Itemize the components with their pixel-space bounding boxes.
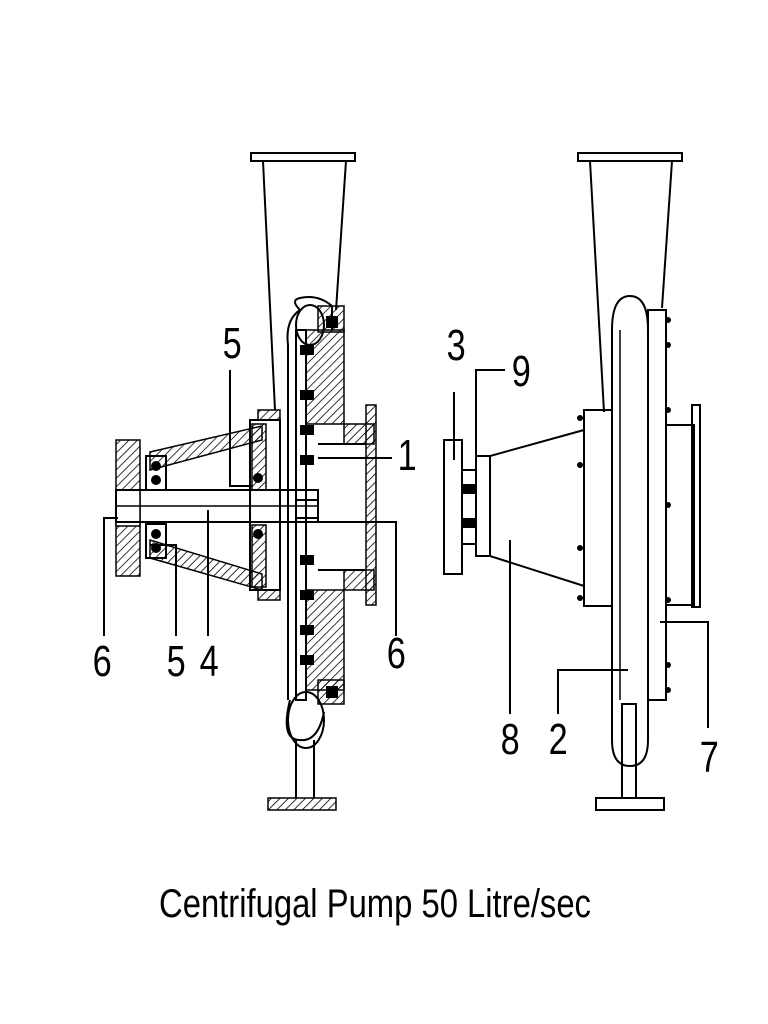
base-foot [267,740,337,811]
exterior-leaders [453,369,709,728]
part-label-8: 8 [501,715,520,764]
exterior-bearing-housing [475,428,585,588]
exterior-casing [611,294,671,768]
exterior-discharge-flange [665,404,701,608]
part-label-9: 9 [512,347,531,396]
part-label-1: 1 [398,431,417,480]
section-view: 5 1 6 5 4 6 [93,152,417,811]
discharge-flange [318,404,377,606]
part-label-7: 7 [700,733,719,782]
exterior-suction-funnel [577,152,683,413]
part-label-5-lower: 5 [167,637,186,686]
part-label-5-upper: 5 [223,319,242,368]
bearing-housing [145,409,281,601]
part-label-6-left: 6 [93,637,112,686]
part-label-6-right: 6 [387,629,406,678]
part-label-4: 4 [200,637,219,686]
volute-casing [285,296,345,749]
part-label-3: 3 [447,321,466,370]
suction-funnel [250,152,356,411]
part-label-2: 2 [549,715,568,764]
shaft [115,489,319,523]
exterior-coupling [443,439,477,575]
coupling [115,439,141,577]
exterior-view: 3 9 8 2 7 [443,152,719,811]
section-leaders [103,370,397,636]
exterior-bracket-plate [577,409,613,607]
diagram-caption: Centrifugal Pump 50 Litre/sec [159,881,591,926]
exterior-base-foot [595,703,665,811]
